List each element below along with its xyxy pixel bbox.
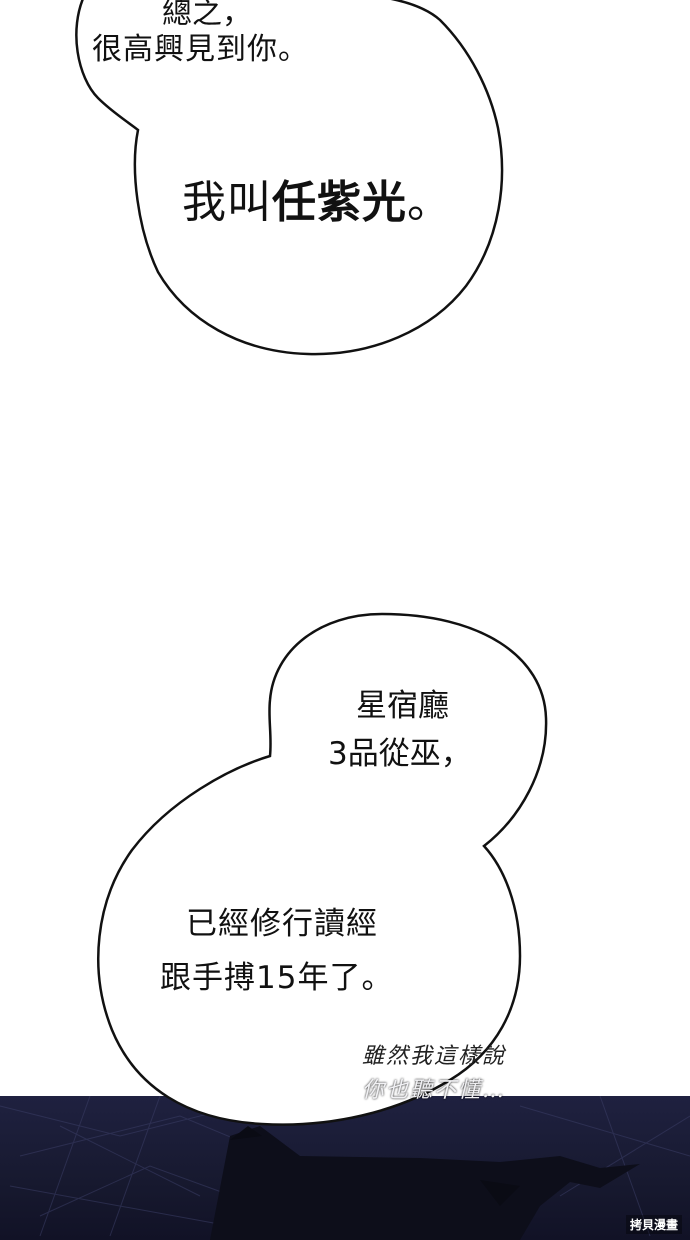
bubble-top-partial-line: 總之， [162,0,252,31]
scratch-texture [0,1096,690,1240]
bubble-middle-line-4: 跟手搏15年了。 [160,960,394,996]
aside-text-line-2: 你也聽不懂… [362,1078,507,1103]
intro-prefix: 我叫 [182,177,272,228]
aside-text-line-1: 雖然我這樣說 [362,1044,507,1069]
speech-bubble-top [75,0,504,356]
bubble-top-greeting: 很高興見到你。 [92,32,309,67]
bubble-middle-line-2: 3品從巫， [328,736,472,772]
bubble-middle-line-3: 已經修行讀經 [186,906,378,942]
character-name: 任紫光 [272,177,407,228]
bubble-middle-line-1: 星宿廳 [356,688,449,724]
hair-silhouette [210,1126,640,1240]
watermark: 拷貝漫畫 [625,1215,682,1234]
intro-suffix: 。 [407,177,452,228]
bubble-top-introduction: 我叫任紫光。 [182,166,452,230]
speech-bubble-middle [97,612,548,1126]
